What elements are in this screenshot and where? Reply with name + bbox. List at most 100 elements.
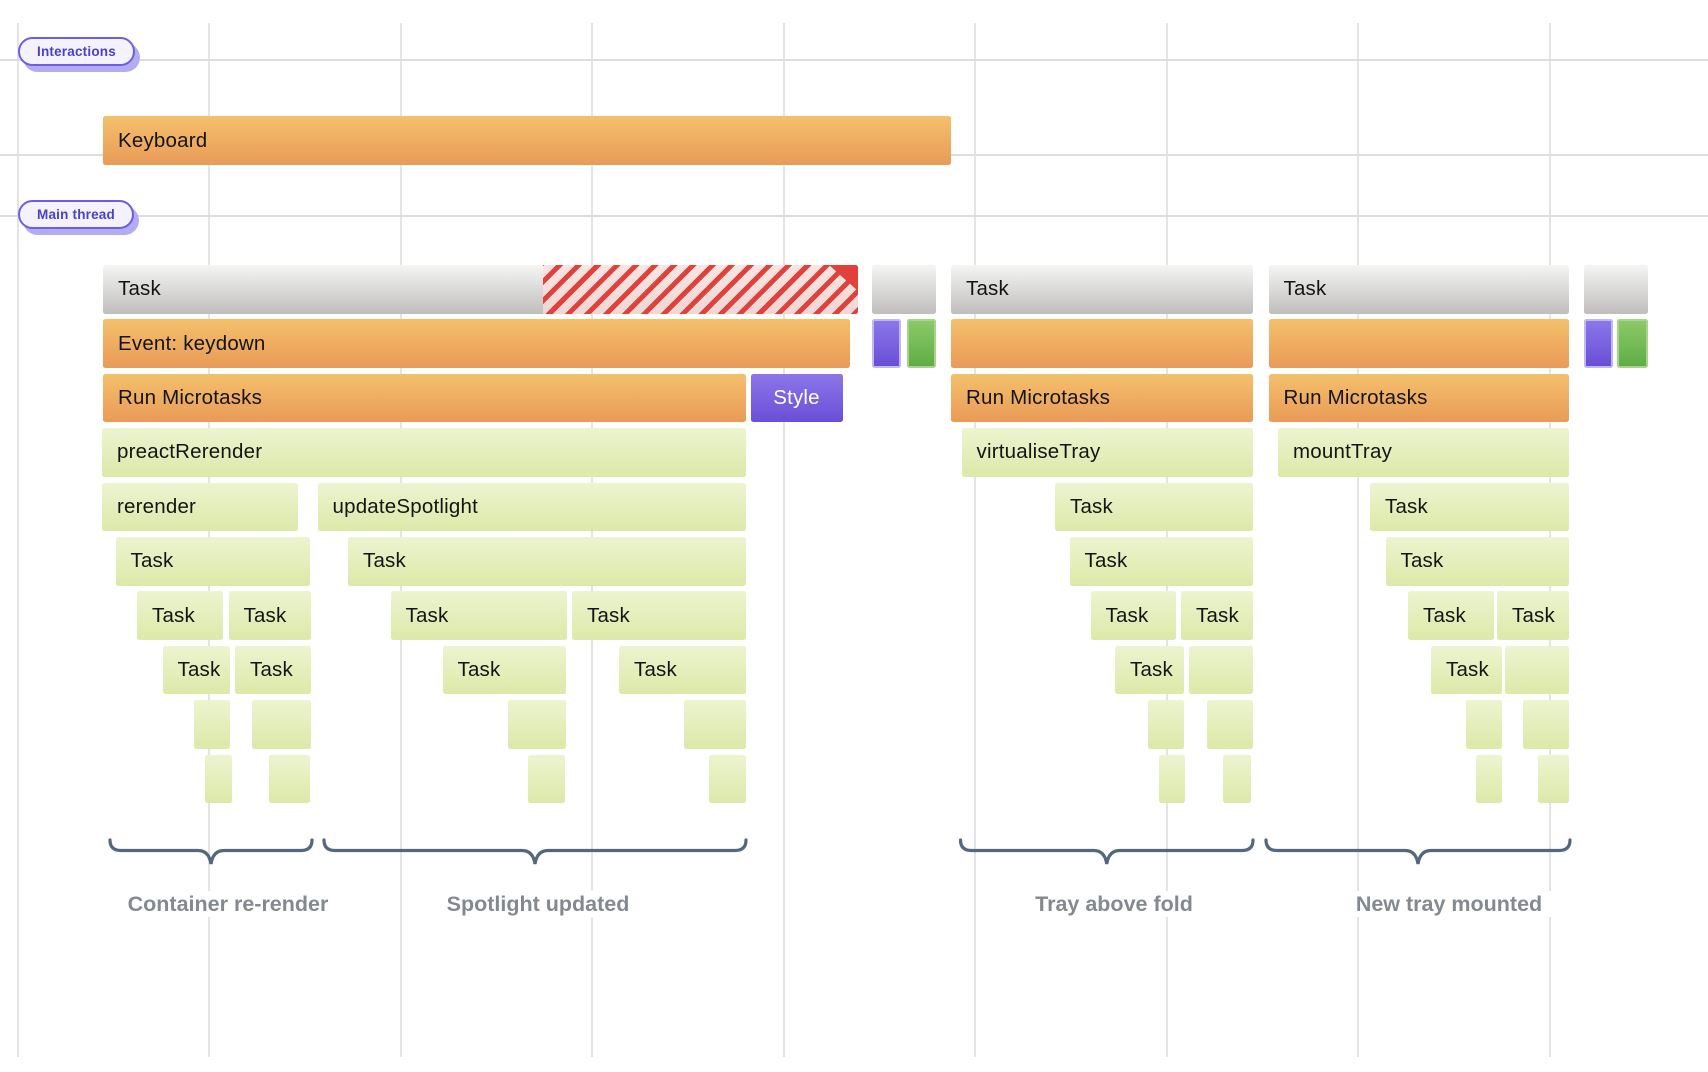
gridline-horizontal (0, 58, 1708, 61)
task-long-bar-label: Task (118, 277, 161, 301)
task-bar[interactable]: Task (1115, 645, 1184, 695)
task-bar-label: Task (250, 658, 293, 682)
gridline-vertical (1357, 23, 1359, 1057)
annotation-brace (108, 838, 314, 865)
task-bar[interactable]: Task (1408, 591, 1494, 640)
long-task-overrun-hatch (543, 265, 858, 314)
task-bar[interactable]: Task (951, 265, 1253, 314)
paint-chip[interactable] (1616, 319, 1648, 368)
task-bar[interactable]: Task (619, 645, 746, 695)
task-bar[interactable]: Task (1055, 482, 1253, 532)
script-bar[interactable] (507, 700, 566, 749)
task-bar[interactable]: Task (1090, 591, 1176, 640)
update-spotlight-bar[interactable]: updateSpotlight (317, 482, 746, 532)
task-bar[interactable]: Task (1431, 645, 1502, 695)
task-bar-label: Task (634, 658, 677, 682)
annotation-brace (322, 838, 748, 865)
task-bar[interactable]: Task (1268, 265, 1569, 314)
annotation-brace (1264, 838, 1572, 865)
task-bar-label: Task (1400, 549, 1444, 573)
interactions-track-pill[interactable]: Interactions (18, 37, 135, 66)
task-bar[interactable]: Task (348, 537, 746, 586)
gridline-vertical (974, 23, 976, 1057)
task-bar-label: Task (1130, 658, 1173, 682)
task-bar[interactable]: Task (572, 591, 746, 640)
task-bar[interactable]: Task (1370, 482, 1569, 532)
script-bar[interactable] (527, 754, 565, 804)
mount-tray-bar[interactable]: mountTray (1278, 428, 1569, 477)
rerender-bar[interactable]: rerender (102, 482, 298, 532)
task-chip[interactable] (1583, 265, 1648, 314)
annotation-brace (958, 838, 1255, 865)
task-bar-label: Task (457, 658, 501, 682)
keyboard-interaction-bar[interactable]: Keyboard (103, 116, 951, 165)
task-bar-label: Task (1196, 603, 1239, 627)
style-chip[interactable] (1583, 319, 1613, 368)
task-bar[interactable]: Task (390, 591, 567, 640)
script-bar[interactable] (1189, 645, 1253, 695)
preact-rerender-bar[interactable]: preactRerender (102, 428, 746, 477)
task-bar[interactable]: Task (137, 591, 223, 640)
script-bar[interactable] (1158, 754, 1185, 804)
annotation-caption[interactable]: Tray above fold (1023, 891, 1205, 917)
task-bar-label: Task (966, 277, 1009, 301)
task-bar-label: Task (130, 549, 174, 573)
task-bar-label: Task (363, 549, 406, 573)
run-microtasks-bar[interactable]: Run Microtasks (103, 373, 746, 423)
script-bar[interactable] (1222, 754, 1251, 804)
script-bar[interactable] (1466, 700, 1502, 749)
task-bar[interactable]: Task (1385, 537, 1569, 586)
task-bar[interactable]: Task (1069, 537, 1253, 586)
script-bar[interactable] (268, 754, 310, 804)
script-bar[interactable] (1207, 700, 1253, 749)
script-bar[interactable] (1147, 700, 1184, 749)
event-bar[interactable] (1268, 319, 1569, 368)
main-thread-track-pill[interactable]: Main thread (18, 200, 134, 229)
script-bar[interactable] (194, 700, 230, 749)
task-bar-label: Task (1070, 494, 1113, 518)
update-spotlight-bar-label: updateSpotlight (332, 494, 478, 518)
task-bar[interactable]: Task (442, 645, 566, 695)
mount-tray-bar-label: mountTray (1293, 440, 1393, 464)
task-bar-label: Task (243, 603, 287, 627)
task-bar-label: Task (1512, 603, 1555, 627)
task-chip[interactable] (872, 265, 936, 314)
style-bar-label: Style (773, 386, 820, 410)
event-bar[interactable] (951, 319, 1253, 368)
script-bar[interactable] (252, 700, 311, 749)
rerender-bar-label: rerender (117, 494, 197, 518)
script-bar[interactable] (1522, 700, 1569, 749)
style-chip[interactable] (872, 319, 901, 368)
task-bar[interactable]: Task (228, 591, 311, 640)
annotation-caption[interactable]: New tray mounted (1343, 891, 1555, 917)
run-microtasks-bar-label: Run Microtasks (1283, 386, 1428, 410)
task-bar[interactable]: Task (115, 537, 310, 586)
paint-chip[interactable] (906, 319, 936, 368)
script-bar[interactable] (708, 754, 746, 804)
task-bar[interactable]: Task (162, 645, 230, 695)
task-long-bar[interactable]: Task (103, 265, 858, 314)
script-bar[interactable] (684, 700, 746, 749)
run-microtasks-bar[interactable]: Run Microtasks (1268, 373, 1569, 423)
script-bar[interactable] (1504, 645, 1569, 695)
task-bar-label: Task (152, 603, 195, 627)
task-bar[interactable]: Task (1181, 591, 1253, 640)
annotation-caption[interactable]: Container re-render (115, 891, 341, 917)
task-bar[interactable]: Task (235, 645, 311, 695)
run-microtasks-bar-label: Run Microtasks (966, 386, 1111, 410)
virtualise-tray-bar-label: virtualiseTray (976, 440, 1101, 464)
annotation-caption[interactable]: Spotlight updated (434, 891, 642, 917)
event-keydown-bar[interactable]: Event: keydown (103, 319, 850, 368)
script-bar[interactable] (205, 754, 232, 804)
preact-rerender-bar-label: preactRerender (117, 440, 263, 464)
script-bar[interactable] (1538, 754, 1569, 804)
run-microtasks-bar[interactable]: Run Microtasks (951, 373, 1253, 423)
task-bar[interactable]: Task (1497, 591, 1569, 640)
style-bar[interactable]: Style (750, 373, 843, 423)
script-bar[interactable] (1475, 754, 1502, 804)
task-bar-label: Task (1385, 494, 1428, 518)
task-bar-label: Task (405, 603, 449, 627)
task-bar-label: Task (1446, 658, 1489, 682)
virtualise-tray-bar[interactable]: virtualiseTray (961, 428, 1253, 477)
